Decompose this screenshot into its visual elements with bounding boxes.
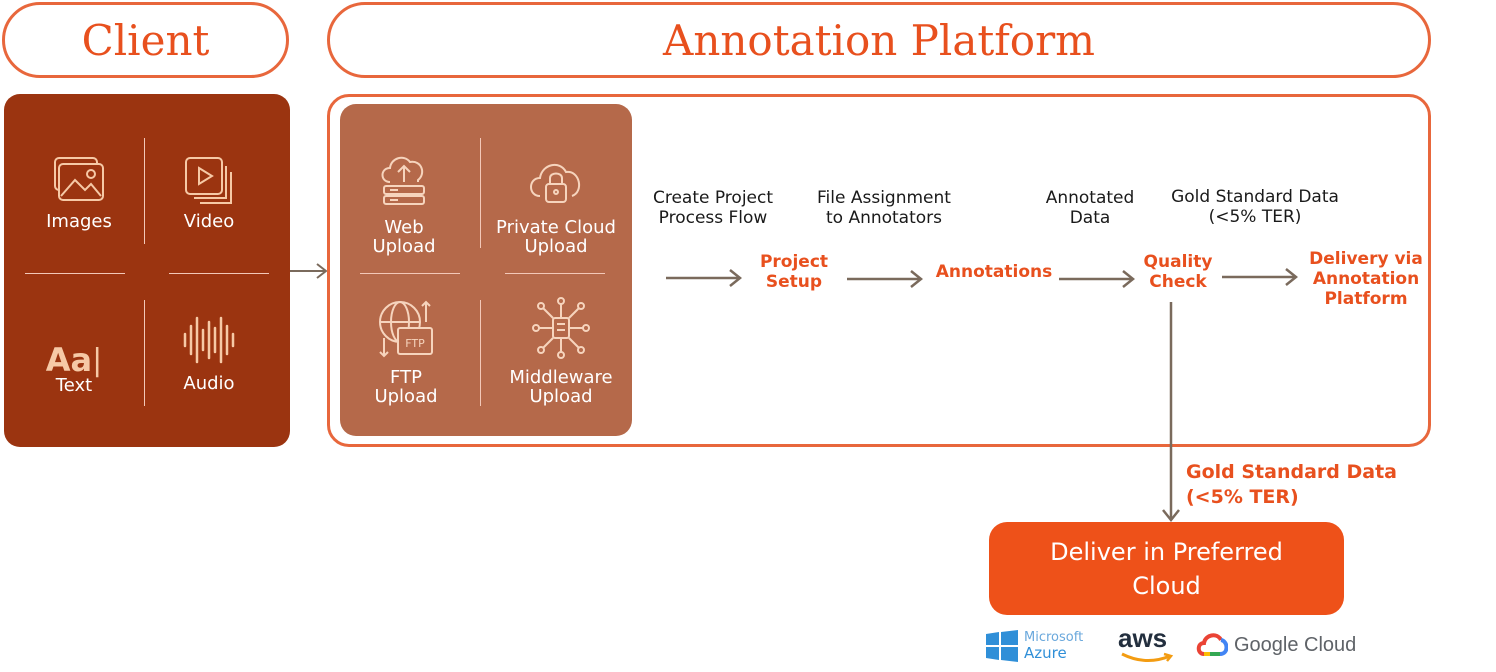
images-icon [54, 157, 104, 201]
client-item-label: Audio [183, 373, 235, 394]
middleware-icon [532, 297, 590, 359]
upload-methods-panel: Web Upload Private Cloud Upload [340, 104, 632, 436]
client-title: Client [81, 15, 210, 65]
arrow-client-to-platform [290, 263, 328, 279]
annotated-data-label: Annotated Data [1045, 188, 1135, 228]
divider [144, 300, 145, 406]
divider [360, 273, 460, 274]
deliver-preferred-cloud-box: Deliver in Preferred Cloud [989, 522, 1344, 615]
platform-panel [327, 94, 1431, 447]
upload-item-web: Web Upload [354, 152, 454, 256]
text-icon: Aa| [45, 341, 103, 379]
step-quality-check: Quality Check [1143, 252, 1213, 292]
cloud-lock-icon [530, 163, 581, 203]
client-header: Client [2, 2, 289, 78]
gold-standard-label: Gold Standard Data (<5% TER) [1171, 187, 1339, 227]
cloud-upload-icon [381, 156, 425, 205]
ftp-badge: FTP [405, 337, 425, 350]
client-item-text: Aa| Text [24, 326, 124, 395]
platform-title: Annotation Platform [663, 15, 1095, 65]
file-assignment-label: File Assignment to Annotators [817, 188, 951, 228]
client-item-audio: Audio [159, 314, 259, 393]
client-item-label: Text [55, 375, 93, 396]
microsoft-azure-logo: Microsoft Azure [986, 628, 1096, 664]
client-item-label: Images [46, 211, 112, 232]
aws-smile-icon [1121, 652, 1174, 662]
video-icon [185, 157, 232, 204]
client-item-video: Video [159, 156, 259, 231]
step-project-setup: Project Setup [759, 252, 829, 292]
upload-item-middleware: Middleware Upload [496, 296, 626, 406]
google-cloud-icon [1196, 633, 1228, 656]
divider [480, 138, 481, 248]
step-annotations: Annotations [935, 262, 1053, 282]
aws-logo: aws [1118, 624, 1176, 666]
client-item-label: Video [183, 211, 235, 232]
divider [169, 273, 269, 274]
upload-item-private-cloud: Private Cloud Upload [490, 156, 622, 256]
client-data-types-panel: Images Video Aa| Text [4, 94, 290, 447]
client-item-images: Images [29, 156, 129, 231]
gold-standard-orange-label: Gold Standard Data (<5% TER) [1186, 461, 1397, 508]
divider [144, 138, 145, 244]
windows-icon [986, 630, 1018, 662]
audio-icon [183, 316, 235, 364]
google-cloud-logo: Google Cloud [1196, 630, 1366, 662]
platform-header: Annotation Platform [327, 2, 1431, 78]
divider [505, 273, 605, 274]
create-project-label: Create Project Process Flow [652, 188, 774, 228]
divider [480, 300, 481, 406]
upload-item-ftp: FTP FTP Upload [354, 298, 458, 406]
ftp-icon: FTP [379, 300, 433, 358]
step-delivery: Delivery via Annotation Platform [1309, 249, 1423, 309]
divider [25, 273, 125, 274]
